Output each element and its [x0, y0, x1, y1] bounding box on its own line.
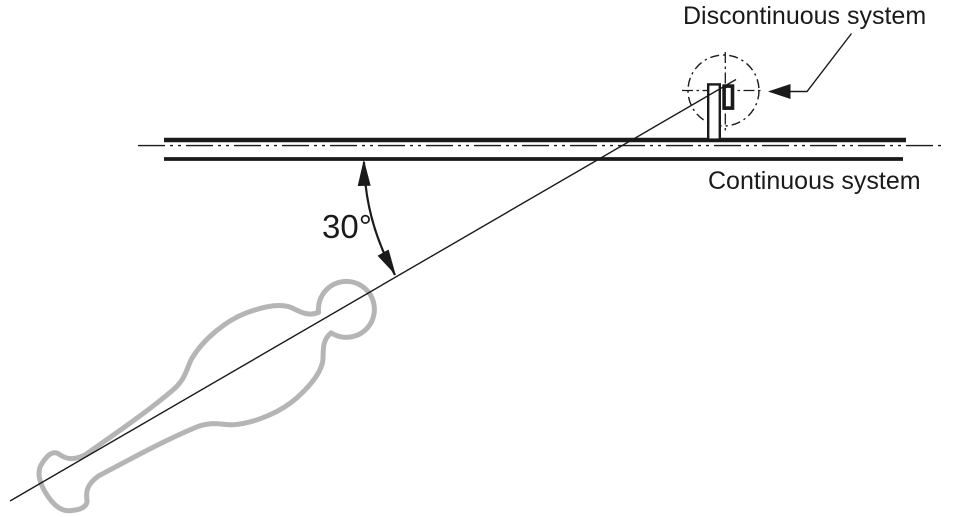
angle-value-label: 30° — [322, 208, 372, 245]
continuous-system-label: Continuous system — [708, 167, 921, 195]
angle-arc-arrowhead-top-icon — [357, 159, 371, 186]
angle-arc-arrowhead-bottom-icon — [377, 249, 396, 276]
leader-arrowhead-icon — [768, 84, 791, 99]
leader-line — [770, 33, 853, 93]
device-reflector — [722, 84, 735, 110]
discontinuous-system-label: Discontinuous system — [683, 2, 926, 30]
human-body-outline — [36, 278, 377, 514]
device-post — [707, 83, 722, 141]
sight-line — [9, 78, 737, 502]
